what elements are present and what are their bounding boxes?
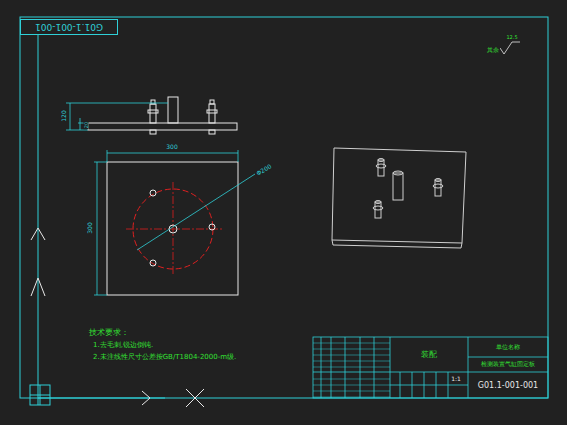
note-line: 2.未注线性尺寸公差按GB/T1804-2000-m级. <box>92 354 237 361</box>
company-cell: 单位名称 <box>469 338 547 356</box>
roughness-note: 其余 <box>486 47 500 53</box>
dimension: 300 <box>165 144 178 150</box>
sheet-frame <box>20 17 548 398</box>
drawing-number-cell: G01.1-001-001 <box>469 373 547 397</box>
dimension: 20 <box>84 121 89 129</box>
side-view <box>88 97 237 134</box>
title-block <box>313 337 548 398</box>
cell-text: 装配 <box>421 349 437 360</box>
top-view <box>94 150 255 295</box>
dimension: 120 <box>61 109 67 122</box>
title-cell: 装配 <box>391 338 467 371</box>
dimension: Φ200 <box>255 163 274 177</box>
cell-text: 单位名称 <box>496 343 520 352</box>
rotated-number-box: G01.1-001-001 <box>20 19 118 35</box>
cell-text: 检测装置气缸固定板 <box>481 360 535 369</box>
note-heading: 技术要求： <box>88 329 130 337</box>
margin-line <box>38 35 39 405</box>
part-name-cell: 检测装置气缸固定板 <box>469 358 547 371</box>
cell-text: G01.1-001-001 <box>35 22 103 32</box>
note-line: 1.去毛刺,锐边倒钝. <box>92 342 154 349</box>
roughness-value: 12.5 <box>505 35 518 40</box>
iso-view <box>332 148 466 248</box>
corner-mark <box>30 385 50 405</box>
cell-text: G01.1-001-001 <box>478 381 538 390</box>
dimension: 300 <box>87 221 93 234</box>
scale-value: 1:1 <box>450 376 462 382</box>
